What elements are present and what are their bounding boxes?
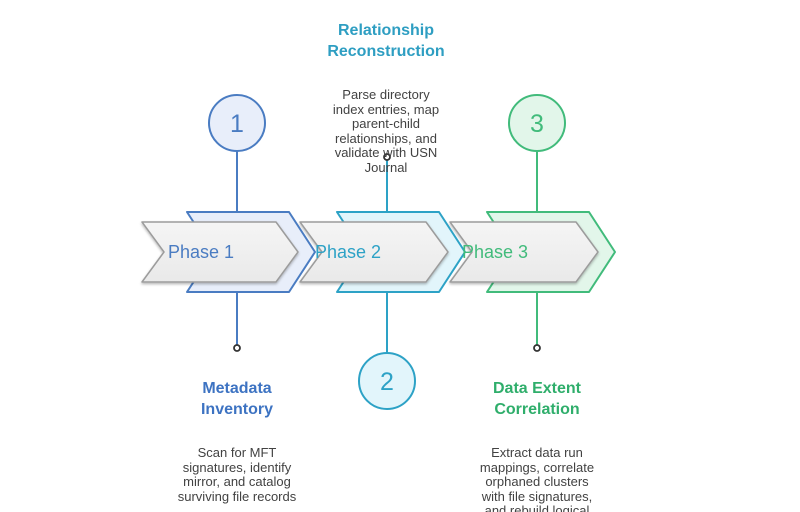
phase3-marker-number: 3 bbox=[530, 110, 544, 138]
phase3-arrow bbox=[449, 221, 599, 283]
phase1-description: Scan for MFT signatures, identify mirror… bbox=[177, 445, 297, 504]
phase1-arrow bbox=[141, 221, 299, 283]
phase2-marker-circle bbox=[358, 352, 416, 410]
phase3-text-block: Data Extent Correlation Extract data run… bbox=[447, 360, 627, 512]
phase1-marker-number: 1 bbox=[230, 110, 244, 138]
phase2-endpoint-dot bbox=[383, 153, 391, 161]
phase2-description: Parse directory index entries, map paren… bbox=[332, 87, 440, 175]
phase1-arrow-label: Phase 1 bbox=[168, 242, 234, 262]
phase1-title: Metadata Inventory bbox=[200, 380, 273, 418]
phase3-arrow-label: Phase 3 bbox=[462, 242, 528, 262]
phase2-text-block: Relationship Reconstruction Parse direct… bbox=[296, 2, 476, 193]
phase3-marker-circle bbox=[508, 94, 566, 152]
phase1-text-block: Metadata Inventory Scan for MFT signatur… bbox=[147, 360, 327, 512]
phase2-title: Relationship Reconstruction bbox=[327, 22, 445, 60]
phase2-arrow-label: Phase 2 bbox=[315, 242, 381, 262]
phase2-arrow bbox=[299, 221, 449, 283]
phase1-endpoint-dot bbox=[233, 344, 241, 352]
phase3-title: Data Extent Correlation bbox=[492, 380, 582, 418]
phase2-marker-number: 2 bbox=[380, 368, 394, 396]
phase3-description: Extract data run mappings, correlate orp… bbox=[479, 445, 595, 512]
phase1-marker-circle bbox=[208, 94, 266, 152]
phase3-endpoint-dot bbox=[533, 344, 541, 352]
